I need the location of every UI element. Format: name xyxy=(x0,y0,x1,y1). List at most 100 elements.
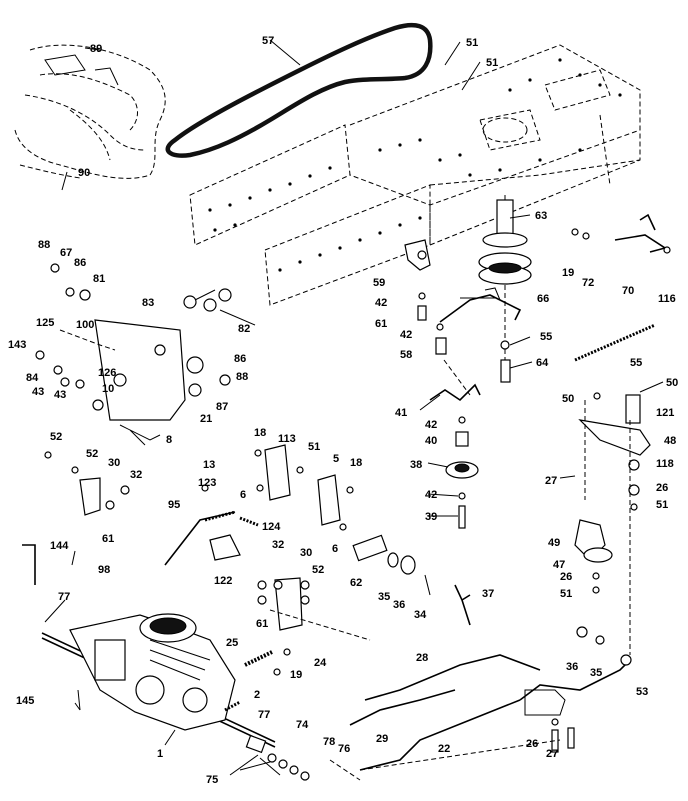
callout-64: 64 xyxy=(536,357,549,369)
drive-belt xyxy=(165,22,433,158)
callout-18a: 18 xyxy=(254,427,266,439)
callout-29: 29 xyxy=(376,733,388,745)
callout-90: 90 xyxy=(78,167,90,179)
callout-113: 113 xyxy=(278,433,296,445)
callout-116: 116 xyxy=(658,293,676,305)
pulley-assembly xyxy=(478,195,532,380)
callout-51c: 51 xyxy=(656,499,668,511)
callout-10: 10 xyxy=(102,383,114,395)
control-rods xyxy=(329,626,632,781)
center-shaft-parts xyxy=(429,383,481,529)
callout-62: 62 xyxy=(350,577,362,589)
callout-58: 58 xyxy=(400,349,412,361)
callout-27a: 27 xyxy=(545,475,557,487)
callout-81: 81 xyxy=(93,273,105,285)
callout-36a: 36 xyxy=(393,599,405,611)
callout-86b: 86 xyxy=(234,353,246,365)
callout-48: 48 xyxy=(664,435,676,447)
callout-37: 37 xyxy=(482,588,494,600)
callout-125: 125 xyxy=(36,317,54,329)
rod-144 xyxy=(22,544,36,585)
callout-143: 143 xyxy=(8,339,26,351)
spring-55 xyxy=(574,323,656,362)
callout-51a: 51 xyxy=(466,37,478,49)
callout-82: 82 xyxy=(238,323,250,335)
callout-18b: 18 xyxy=(350,457,362,469)
callout-122: 122 xyxy=(214,575,232,587)
bracket-30-center xyxy=(257,577,371,641)
linkage-70 xyxy=(571,213,671,254)
callout-89: 89 xyxy=(90,43,102,55)
callout-88b: 88 xyxy=(236,371,248,383)
washer-55 xyxy=(500,340,510,350)
callout-39: 39 xyxy=(425,511,437,523)
callout-124: 124 xyxy=(262,521,281,533)
frame-chassis xyxy=(189,44,641,306)
transaxle xyxy=(41,613,276,748)
callout-41: 41 xyxy=(395,407,407,419)
callout-98: 98 xyxy=(98,564,110,576)
callout-100: 100 xyxy=(76,319,94,331)
axle-parts xyxy=(245,734,310,781)
callout-36b: 36 xyxy=(566,661,578,673)
callout-76: 76 xyxy=(338,743,350,755)
callout-32a: 32 xyxy=(130,469,142,481)
callout-75: 75 xyxy=(206,774,218,786)
bracket-66 xyxy=(439,294,522,323)
bracket-30-left xyxy=(44,451,130,516)
callout-35b: 35 xyxy=(590,667,602,679)
callout-6a: 6 xyxy=(240,489,246,501)
callout-59: 59 xyxy=(373,277,385,289)
callout-67: 67 xyxy=(60,247,72,259)
callout-42b: 42 xyxy=(400,329,412,341)
callout-13: 13 xyxy=(203,459,215,471)
callout-32b: 32 xyxy=(272,539,284,551)
callout-1: 1 xyxy=(157,748,163,760)
callout-35a: 35 xyxy=(378,591,390,603)
callout-70: 70 xyxy=(622,285,634,297)
roller-parts xyxy=(352,534,471,626)
spring-25 xyxy=(244,650,273,667)
bolt-64 xyxy=(500,359,511,383)
callout-30a: 30 xyxy=(108,457,120,469)
callout-87: 87 xyxy=(216,401,228,413)
callout-61a: 61 xyxy=(375,318,387,330)
callout-labels: 89 57 51 51 90 63 19 72 70 116 88 67 86 … xyxy=(8,35,678,786)
callout-26a: 26 xyxy=(656,482,668,494)
callout-26c: 26 xyxy=(526,738,538,750)
callout-22: 22 xyxy=(438,743,450,755)
callout-50a: 50 xyxy=(562,393,574,405)
callout-83: 83 xyxy=(142,297,154,309)
callout-19a: 19 xyxy=(562,267,574,279)
callout-21: 21 xyxy=(200,413,212,425)
callout-95: 95 xyxy=(168,499,180,511)
callout-38: 38 xyxy=(410,459,422,471)
callout-51b: 51 xyxy=(486,57,498,69)
callout-78: 78 xyxy=(323,736,335,748)
callout-77a: 77 xyxy=(58,591,70,603)
callout-52a: 52 xyxy=(50,431,62,443)
callout-121: 121 xyxy=(656,407,674,419)
callout-55a: 55 xyxy=(540,331,552,343)
callout-52b: 52 xyxy=(86,448,98,460)
callout-144: 144 xyxy=(50,540,69,552)
callout-19b: 19 xyxy=(290,669,302,681)
body-outline xyxy=(14,44,166,179)
callout-52c: 52 xyxy=(312,564,324,576)
callout-25: 25 xyxy=(226,637,238,649)
callout-145: 145 xyxy=(16,695,34,707)
callout-74: 74 xyxy=(296,719,309,731)
leader-lines xyxy=(44,39,664,776)
callout-86a: 86 xyxy=(74,257,86,269)
spring-95-assembly xyxy=(164,484,259,566)
callout-51e: 51 xyxy=(308,441,320,453)
callout-77b: 77 xyxy=(258,709,270,721)
callout-42c: 42 xyxy=(425,419,437,431)
callout-57: 57 xyxy=(262,35,274,47)
callout-30b: 30 xyxy=(300,547,312,559)
spring-2 xyxy=(224,700,241,712)
callout-50b: 50 xyxy=(666,377,678,389)
clutch-lever xyxy=(574,392,651,655)
callout-2: 2 xyxy=(254,689,260,701)
callout-72: 72 xyxy=(582,277,594,289)
